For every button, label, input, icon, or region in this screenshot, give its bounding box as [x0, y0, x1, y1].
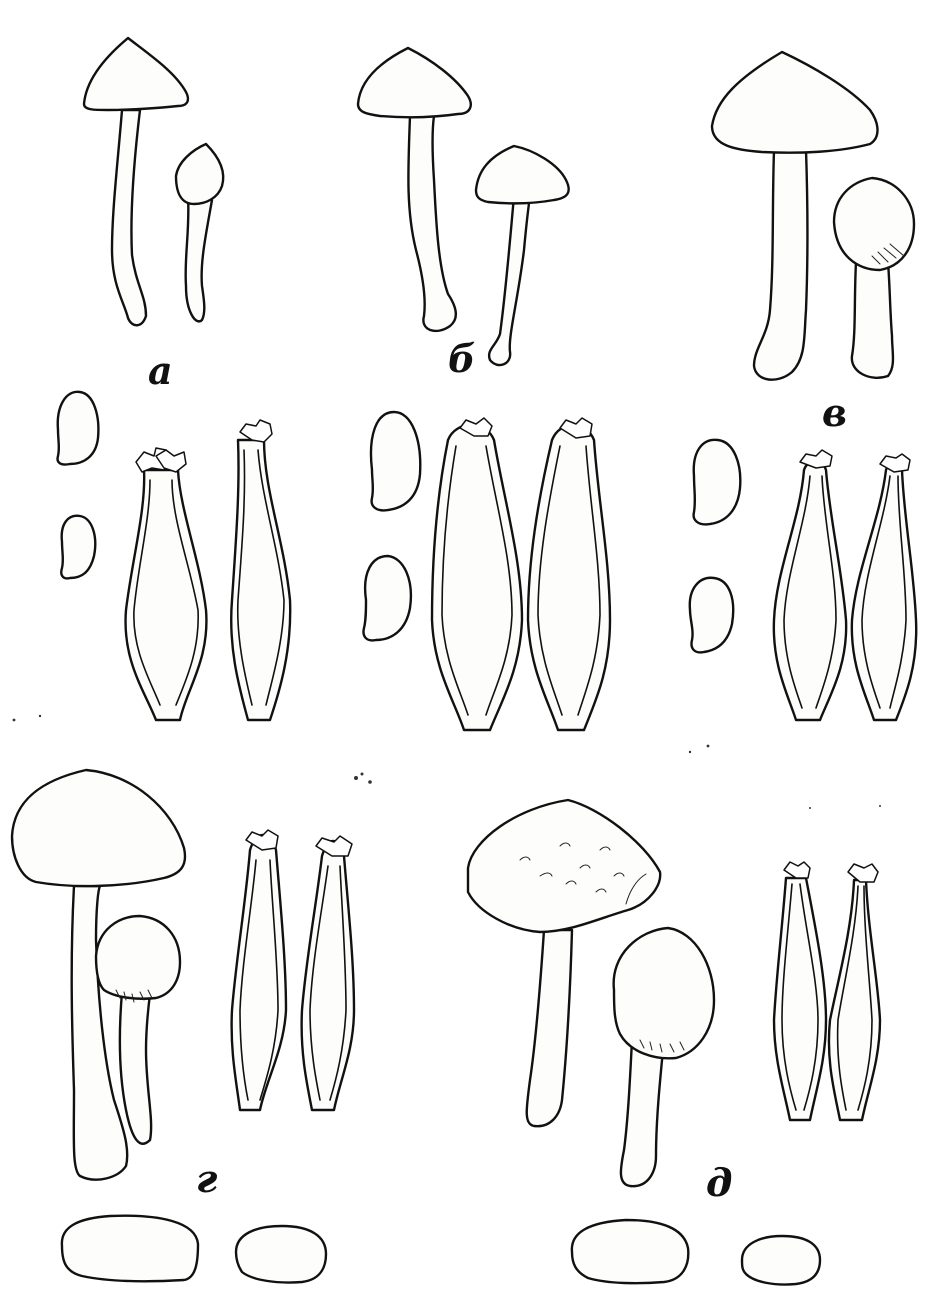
panel-d-mushrooms [468, 800, 714, 1186]
panel-b-cystidia [432, 418, 610, 730]
spore-icon [61, 516, 95, 579]
panel-label-d: д [706, 1164, 732, 1202]
cystidium-icon [302, 836, 354, 1110]
cystidium-icon [232, 830, 286, 1110]
panel-d-cystidia [774, 862, 880, 1120]
cystidium-icon [126, 448, 207, 720]
cystidium-icon [231, 420, 290, 720]
cystidium-icon [432, 418, 522, 730]
panel-b-spores [364, 412, 421, 640]
spore-icon [371, 412, 420, 510]
cystidium-icon [829, 864, 880, 1120]
panel-a-spores [58, 392, 99, 579]
spore-icon [62, 1216, 198, 1281]
cystidium-icon [774, 450, 846, 720]
panel-g-mushrooms [12, 770, 185, 1180]
spore-icon [572, 1220, 688, 1283]
panel-b-mushrooms [358, 48, 569, 365]
spore-icon [742, 1236, 820, 1285]
spore-icon [58, 392, 99, 465]
panel-label-b: б [448, 340, 475, 378]
panel-a-cystidia [126, 420, 291, 720]
panel-g-spores [62, 1216, 326, 1283]
mushroom-icon [476, 146, 569, 365]
spore-icon [236, 1226, 326, 1283]
panel-v-mushrooms [712, 52, 914, 380]
panel-v-cystidia [774, 450, 916, 720]
mushroom-icon [176, 144, 223, 321]
panel-v-spores [690, 440, 741, 653]
panel-d-spores [572, 1220, 820, 1285]
panel-a-mushrooms [84, 38, 223, 325]
panel-label-a: а [148, 352, 173, 390]
spore-icon [690, 578, 733, 653]
spore-icon [694, 440, 741, 525]
panel-g-cystidia [232, 830, 354, 1110]
cystidium-icon [852, 454, 916, 720]
mushroom-icon [834, 178, 914, 378]
panel-label-g: г [196, 1160, 217, 1198]
panel-label-v: в [822, 394, 847, 432]
mushroom-icon [614, 928, 714, 1186]
mushroom-icon [84, 38, 188, 325]
spore-icon [364, 556, 411, 640]
cystidium-icon [774, 862, 826, 1120]
mushroom-icon [358, 48, 471, 331]
cystidium-icon [528, 418, 610, 730]
